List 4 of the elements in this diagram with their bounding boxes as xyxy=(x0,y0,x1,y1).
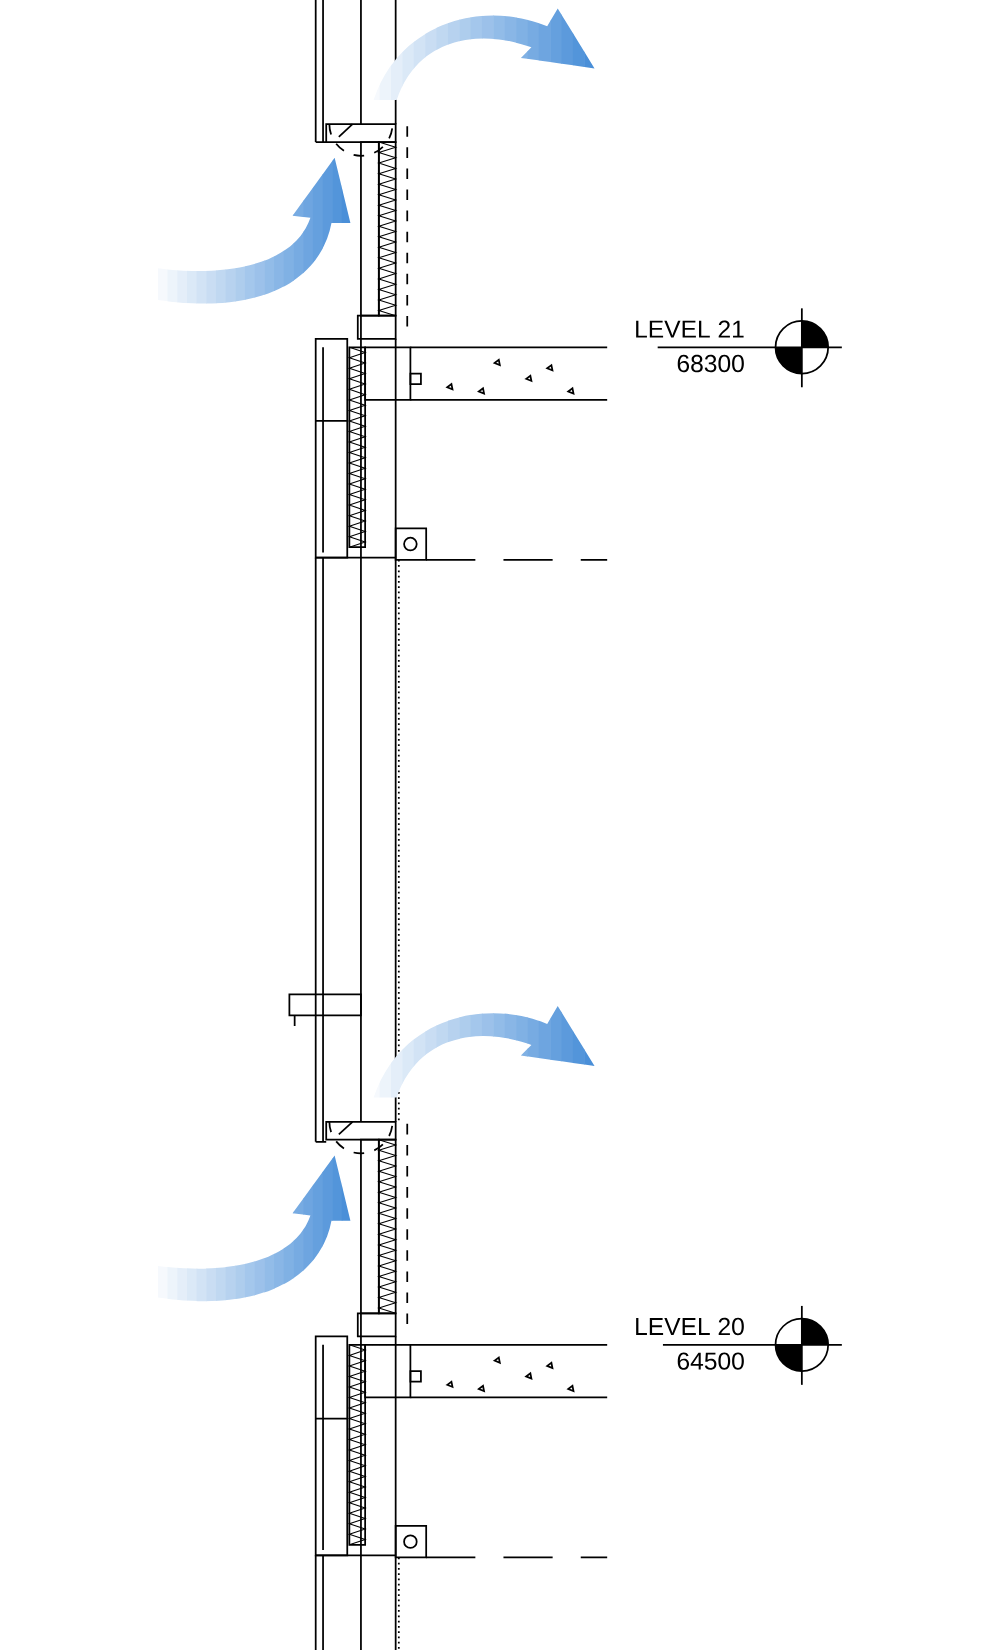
elevation-label: 68300 xyxy=(677,354,745,373)
elevation-label: 64500 xyxy=(677,1352,745,1370)
level-label: LEVEL 21 xyxy=(636,320,744,338)
level-label: LEVEL 20 xyxy=(636,1317,744,1336)
